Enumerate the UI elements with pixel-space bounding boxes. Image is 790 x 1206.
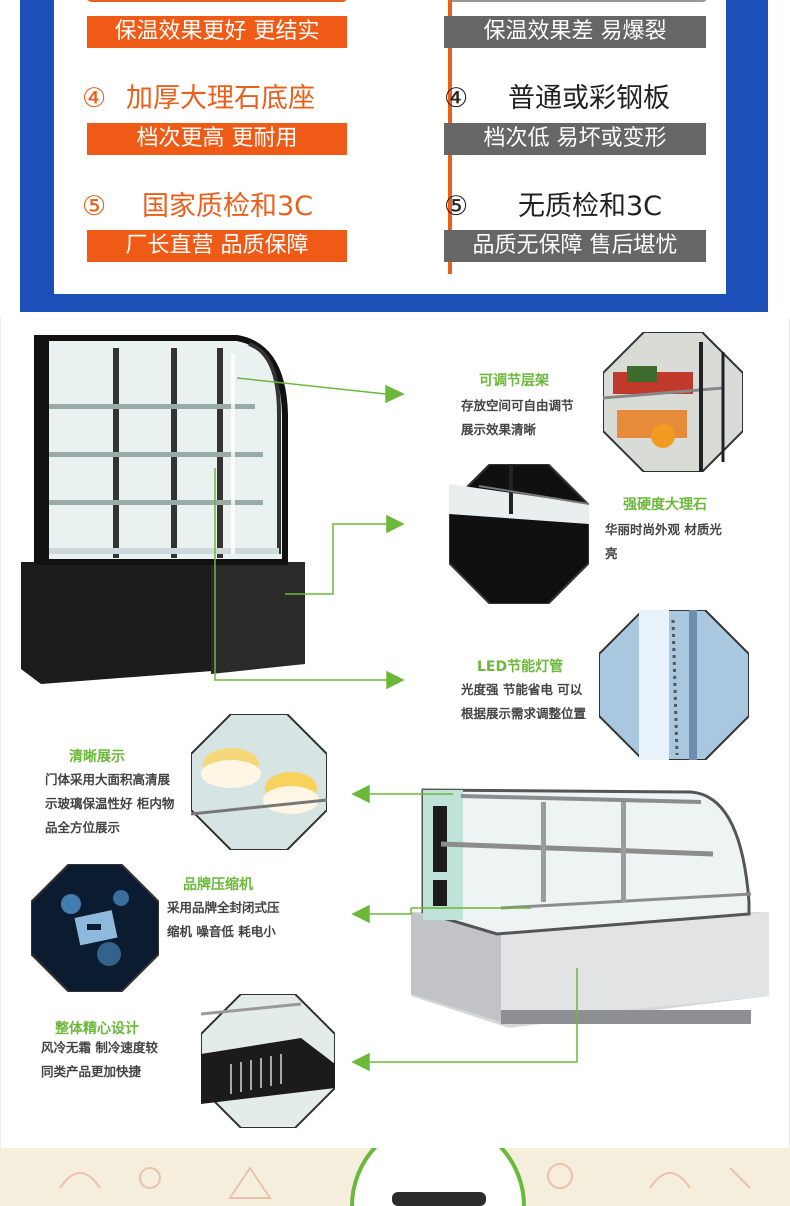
cake-doodle-pattern — [59, 1148, 751, 1206]
desc-line: 同类产品更加快捷 — [41, 1064, 142, 1079]
feature-led-title: LED节能灯管 — [477, 659, 564, 675]
comparison-card: 保温效果更好 更结实 ④ 加厚大理石底座 档次更高 更耐用 ⑤ 国家质检和3C 厂长… — [54, 0, 726, 294]
compressor-image — [31, 864, 159, 992]
right-row-5-title: ⑤ 无质检和3C — [444, 184, 662, 223]
feature-design-title: 整体精心设计 — [55, 1021, 139, 1037]
cabinet-2-callout-lines — [351, 784, 578, 1072]
led-detail-image — [599, 610, 749, 760]
cutoff-title-left — [86, 0, 348, 2]
marble-detail-image — [449, 464, 589, 604]
desc-line: 光度强 节能省电 可以 — [461, 682, 583, 697]
feature-led-desc: 光度强 节能省电 可以 根据展示需求调整位置 — [461, 678, 611, 726]
desc-line: 品全方位展示 — [45, 820, 121, 835]
left-banner-5: 厂长直营 品质保障 — [87, 230, 347, 262]
left-row-4-num: ④ — [82, 83, 107, 114]
comparison-section: 保温效果更好 更结实 ④ 加厚大理石底座 档次更高 更耐用 ⑤ 国家质检和3C 厂长… — [0, 0, 790, 318]
desc-line: 门体采用大面积高清展 — [45, 772, 171, 787]
left-banner-4: 档次更高 更耐用 — [87, 123, 347, 155]
feature-compressor-title: 品牌压缩机 — [183, 877, 253, 893]
feature-adjustable-shelf-title: 可调节层架 — [479, 373, 549, 389]
black-cake-cabinet — [21, 335, 305, 684]
desc-line: 亮 — [605, 546, 618, 561]
dark-dish-shape — [392, 1192, 486, 1206]
cabinet-1-callout-lines — [214, 377, 405, 690]
desc-line: 示玻璃保温性好 柜内物 — [45, 796, 175, 811]
desc-line: 根据展示需求调整位置 — [461, 706, 587, 721]
right-row-4-text: 普通或彩钢板 — [508, 83, 670, 114]
right-banner-5: 品质无保障 售后堪忧 — [444, 230, 706, 262]
feature-design-desc: 风冷无霜 制冷速度较 同类产品更加快捷 — [41, 1036, 177, 1084]
feature-clear-display-title: 清晰展示 — [69, 749, 125, 765]
shelf-detail-image — [603, 332, 743, 472]
right-row-5-num: ⑤ — [444, 191, 469, 222]
cake-display-image — [191, 714, 327, 850]
green-circle-badge — [350, 1148, 526, 1206]
design-detail-image — [201, 994, 335, 1128]
desc-line: 缩机 噪音低 耗电小 — [167, 924, 276, 939]
feature-clear-display-desc: 门体采用大面积高清展 示玻璃保温性好 柜内物 品全方位展示 — [45, 768, 191, 840]
feature-section: 可调节层架 存放空间可自由调节 展示效果清晰 强硬度大理石 华丽时尚外观 材质光… — [0, 318, 790, 1148]
desc-line: 华丽时尚外观 材质光 — [605, 522, 722, 537]
feature-marble-desc: 华丽时尚外观 材质光 亮 — [605, 518, 765, 566]
feature-marble-title: 强硬度大理石 — [623, 497, 707, 513]
right-row-5-text: 无质检和3C — [518, 191, 663, 222]
left-row-5-num: ⑤ — [82, 191, 107, 222]
feature-compressor-desc: 采用品牌全封闭式压 缩机 噪音低 耗电小 — [167, 896, 307, 944]
desc-line: 存放空间可自由调节 — [461, 398, 574, 413]
desc-line: 展示效果清晰 — [461, 422, 537, 437]
right-row-4-title: ④ 普通或彩钢板 — [444, 76, 670, 115]
feature-adjustable-shelf-desc: 存放空间可自由调节 展示效果清晰 — [461, 394, 611, 442]
left-row-4-title: ④ 加厚大理石底座 — [82, 76, 315, 115]
right-banner-4: 档次低 易坏或变形 — [444, 123, 706, 155]
left-banner-3: 保温效果更好 更结实 — [87, 16, 347, 48]
silver-cake-cabinet — [411, 788, 769, 1028]
bottom-decoration-band — [0, 1148, 790, 1206]
desc-line: 采用品牌全封闭式压 — [167, 900, 280, 915]
right-banner-3: 保温效果差 易爆裂 — [444, 16, 706, 48]
right-row-4-num: ④ — [444, 83, 469, 114]
left-row-5-title: ⑤ 国家质检和3C — [82, 184, 313, 223]
desc-line: 风冷无霜 制冷速度较 — [41, 1040, 158, 1055]
left-row-4-text: 加厚大理石底座 — [126, 83, 315, 114]
cutoff-title-right — [446, 0, 708, 2]
left-row-5-text: 国家质检和3C — [142, 191, 314, 222]
